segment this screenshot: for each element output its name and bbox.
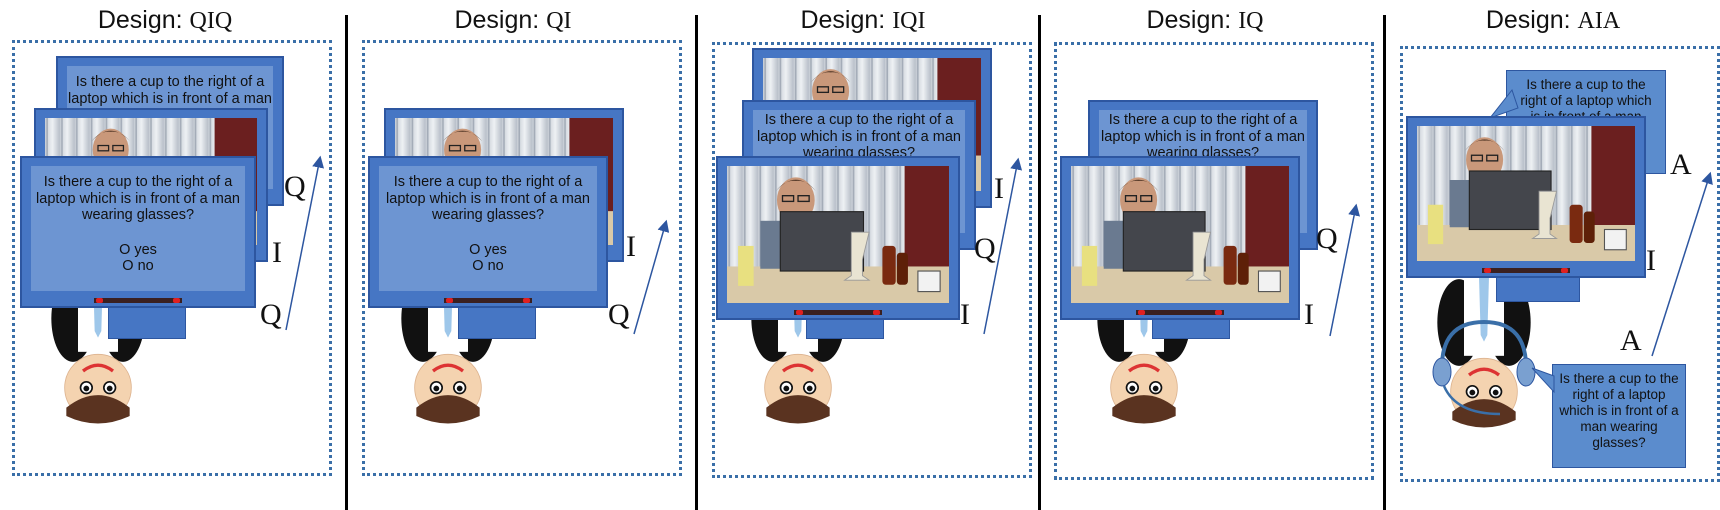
- monitor-bar: [1136, 310, 1224, 315]
- monitor-bar: [1482, 268, 1570, 273]
- image-monitor: [716, 156, 960, 320]
- panel-title-qiq: Design: QIQ: [97, 6, 233, 34]
- sequence-label: Q: [608, 298, 630, 331]
- monitor-bar: [444, 298, 532, 303]
- panel-title-iqi: Design: IQI: [800, 6, 926, 34]
- sequence-label: A: [1620, 324, 1642, 357]
- sequence-label: Q: [284, 170, 306, 203]
- option-yes: O yes: [119, 241, 157, 258]
- image-monitor: [1406, 116, 1646, 278]
- monitor-stand: [108, 305, 186, 339]
- question-monitor: Is there a cup to the right of a laptop …: [368, 156, 608, 308]
- sequence-label: Q: [260, 298, 282, 331]
- image-monitor: [1060, 156, 1300, 320]
- question-screen: Is there a cup to the right of a laptop …: [379, 166, 597, 291]
- sequence-label: I: [960, 298, 970, 331]
- sequence-label: Q: [974, 232, 996, 265]
- panel-title-aia: Design: AIA: [1485, 6, 1621, 34]
- monitor-bar: [94, 298, 182, 303]
- sequence-label: A: [1670, 148, 1692, 181]
- question-text: Is there a cup to the right of a laptop …: [386, 174, 590, 223]
- monitor-bar: [794, 310, 882, 315]
- panel-frame-qi: [362, 40, 682, 476]
- sequence-label: I: [1304, 298, 1314, 331]
- option-no: O no: [122, 257, 154, 274]
- question-monitor: Is there a cup to the right of a laptop …: [20, 156, 256, 308]
- panel-title-qi: Design: QI: [454, 6, 572, 34]
- panel-divider: [1383, 15, 1386, 510]
- sequence-label: Q: [1316, 222, 1338, 255]
- question-text: Is there a cup to the right of a laptop …: [36, 174, 240, 223]
- option-no: O no: [472, 257, 504, 274]
- sequence-label: I: [626, 230, 636, 263]
- panel-frame-iqi: [712, 42, 1032, 478]
- panel-title-iq: Design: IQ: [1146, 6, 1264, 34]
- panel-frame-qiq: [12, 40, 332, 476]
- monitor-stand: [458, 305, 536, 339]
- panel-divider: [695, 15, 698, 510]
- question-screen: Is there a cup to the right of a laptop …: [31, 166, 245, 291]
- sequence-label: I: [272, 236, 282, 269]
- sequence-label: I: [1646, 244, 1656, 277]
- panel-divider: [1038, 15, 1041, 510]
- panel-frame-iq: [1054, 42, 1374, 480]
- answer-bubble: Is there a cup to the right of a laptop …: [1552, 364, 1686, 468]
- option-yes: O yes: [469, 241, 507, 258]
- panel-frame-aia: [1400, 46, 1720, 482]
- panel-divider: [345, 15, 348, 510]
- sequence-label: I: [994, 172, 1004, 205]
